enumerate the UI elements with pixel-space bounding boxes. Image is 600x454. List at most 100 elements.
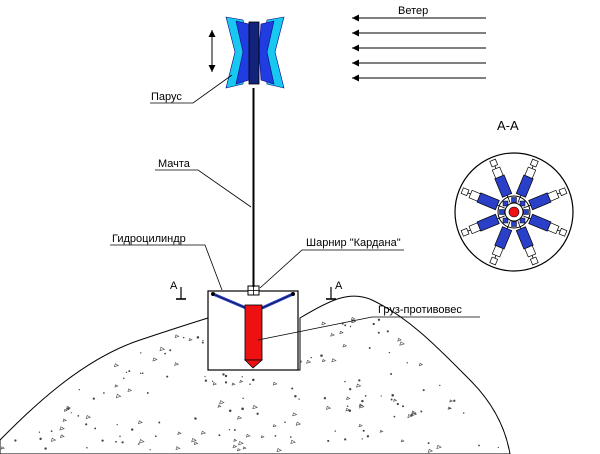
ground-speck <box>44 447 47 450</box>
ground-speck <box>85 415 91 419</box>
ground-speck <box>217 404 222 408</box>
ground-speck <box>92 397 95 400</box>
ground-speck <box>242 397 244 400</box>
ground-speck <box>323 397 327 400</box>
cardan-label: Шарнир "Кардана" <box>306 237 401 249</box>
ground-speck <box>233 428 236 431</box>
ground-speck <box>344 380 346 383</box>
ground-speck <box>127 388 133 393</box>
hub-block <box>502 200 509 207</box>
ground-texture <box>0 317 499 453</box>
ground-speck <box>119 435 121 437</box>
ground-speck <box>177 431 182 435</box>
ground-speck <box>310 356 312 359</box>
ground-speck <box>211 380 214 382</box>
ground-speck <box>292 412 298 417</box>
ground-speck <box>344 324 347 327</box>
sail-label: Парус <box>151 91 182 103</box>
hydrocylinder-label: Гидроцилиндр <box>112 233 186 245</box>
ground-speck <box>63 408 68 412</box>
ground-speck <box>175 446 181 451</box>
ground-speck <box>325 405 332 410</box>
ground-speck <box>422 389 425 392</box>
ground-speck <box>393 398 398 402</box>
ground-speck <box>356 383 362 388</box>
ground-speck <box>228 428 231 431</box>
section-cylinder <box>489 158 513 203</box>
wind-label: Ветер <box>398 5 428 17</box>
cardan-leader <box>259 249 404 289</box>
ground-speck <box>377 318 381 321</box>
hub-block <box>519 200 526 207</box>
ground-speck <box>193 441 199 445</box>
ground-speck <box>194 417 196 419</box>
section-cylinder <box>515 158 539 203</box>
ground-speck <box>191 437 197 443</box>
ground-speck <box>427 448 434 453</box>
ground-speck <box>159 346 166 352</box>
ground-speck <box>272 381 278 386</box>
section-cut-right: А <box>326 280 343 300</box>
ground-speck <box>245 433 251 438</box>
ground-speck <box>401 405 405 408</box>
ground-speck <box>358 403 364 407</box>
ground-speck <box>152 357 158 362</box>
wind-arrows <box>352 14 486 82</box>
ground-speck <box>169 349 172 352</box>
ground-speck <box>372 322 375 326</box>
section-cylinder <box>460 213 505 237</box>
ground-speck <box>140 352 142 354</box>
ground-speck <box>420 410 423 413</box>
ground-speck <box>101 439 104 442</box>
foundation <box>207 285 299 371</box>
ground-speck <box>154 435 157 438</box>
ground-speck <box>427 442 430 445</box>
ground-speck <box>65 405 71 410</box>
ground-speck <box>321 359 326 363</box>
ground-speck <box>174 362 180 366</box>
section-view <box>454 152 574 272</box>
section-cylinder <box>489 221 513 266</box>
ground-speck <box>350 317 356 321</box>
ground-speck <box>249 383 251 385</box>
ground-speck <box>174 334 180 338</box>
sail-leader <box>150 74 233 104</box>
ground-speck <box>103 392 105 394</box>
ground-speck <box>166 375 169 378</box>
ground-speck <box>0 446 6 450</box>
ground-speck <box>14 439 17 442</box>
ground-speck <box>331 358 337 363</box>
ground-speck <box>478 444 480 447</box>
ground-speck <box>115 440 117 443</box>
ground-speck <box>78 389 80 391</box>
ground-speck <box>256 412 259 415</box>
ground-speck <box>85 423 88 426</box>
ground-speck <box>70 412 72 414</box>
ground-speck <box>346 405 349 407</box>
ground-speck <box>388 351 391 354</box>
ground-speck <box>141 372 144 375</box>
ground-speck <box>86 447 88 449</box>
ground-speck <box>361 399 364 403</box>
ground-speck <box>242 446 247 450</box>
ground-speck <box>94 427 97 430</box>
hub-block <box>511 197 517 203</box>
ground-speck <box>358 423 363 428</box>
ground-speck <box>139 439 145 444</box>
mast-label: Мачта <box>158 158 191 170</box>
hub-block <box>502 217 509 224</box>
section-cylinder <box>523 213 568 237</box>
ground-speck <box>339 330 344 335</box>
ground-speck <box>330 333 335 337</box>
ground-speck <box>252 404 258 410</box>
ground-mound <box>0 295 511 454</box>
ground-speck <box>241 376 243 378</box>
ground-speck <box>386 330 389 333</box>
ground-speck <box>447 406 452 410</box>
ground-speck <box>393 415 396 418</box>
ground-speck <box>306 359 312 364</box>
ground-speck <box>361 438 363 440</box>
ground-speck <box>200 430 207 435</box>
ground-speck <box>139 372 142 374</box>
ground-speck <box>397 337 402 342</box>
